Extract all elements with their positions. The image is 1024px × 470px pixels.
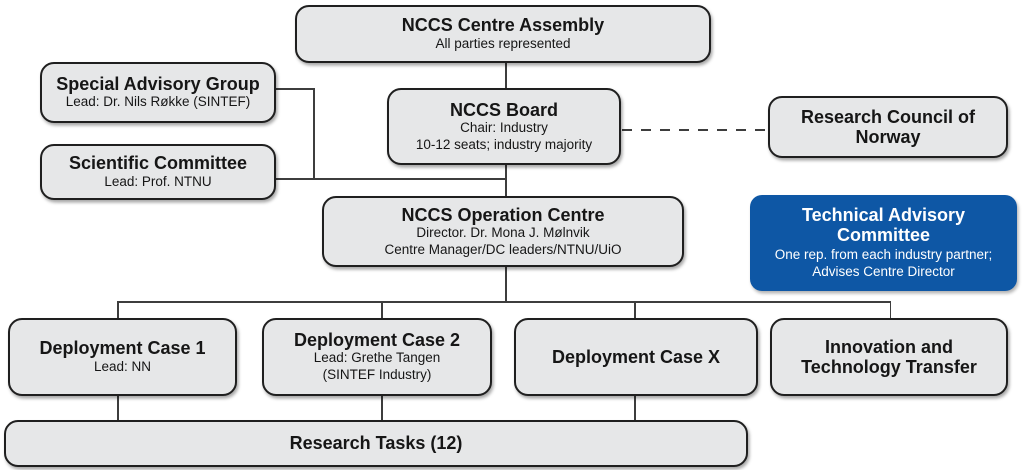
connector-drop-dc1 [117,301,119,318]
connector-opcentre-rail [505,267,507,301]
special-advisory-group-title: Special Advisory Group [56,73,260,94]
connector-dcx-tasks [634,396,636,420]
connector-drop-dc2 [381,301,383,318]
deployment-case-1-box: Deployment Case 1 Lead: NN [8,318,237,396]
nccs-board-box: NCCS Board Chair: Industry 10-12 seats; … [387,88,621,165]
deployment-case-2-box: Deployment Case 2 Lead: Grethe Tangen (S… [262,318,492,396]
centre-assembly-box: NCCS Centre Assembly All parties represe… [295,5,711,63]
deployment-case-x-box: Deployment Case X [514,318,758,396]
special-advisory-group-box: Special Advisory Group Lead: Dr. Nils Rø… [40,62,276,123]
connector-dashed-board-rcn [622,129,768,131]
research-council-title: Research Council of Norway [800,106,976,147]
deployment-case-2-org: (SINTEF Industry) [322,367,432,383]
scientific-committee-box: Scientific Committee Lead: Prof. NTNU [40,144,276,200]
connector-left-vertical [313,88,315,179]
deployment-case-1-lead: Lead: NN [93,358,152,374]
connector-drop-dcx [634,301,636,318]
scientific-committee-title: Scientific Committee [68,153,248,174]
deployment-case-x-title: Deployment Case X [551,346,721,367]
operation-centre-director: Director. Dr. Mona J. Mølnvik [416,224,590,240]
operation-centre-title: NCCS Operation Centre [401,204,605,225]
deployment-case-2-title: Deployment Case 2 [293,330,461,351]
nccs-board-seats: 10-12 seats; industry majority [415,136,593,152]
connector-board-opcentre [505,165,507,196]
operation-centre-box: NCCS Operation Centre Director. Dr. Mona… [322,196,684,267]
connector-dc2-tasks [381,396,383,420]
deployment-case-2-lead: Lead: Grethe Tangen [313,350,441,366]
connector-scientific-committee-stub [276,178,506,180]
technical-advisory-committee-title: Technical Advisory Committee [801,204,966,246]
connector-special-advisory-stub [276,88,314,90]
special-advisory-group-subtitle: Lead: Dr. Nils Røkke (SINTEF) [65,94,251,110]
research-tasks-title: Research Tasks (12) [289,433,463,454]
connector-distribution-rail [117,301,891,303]
deployment-case-1-title: Deployment Case 1 [39,338,206,359]
nccs-board-title: NCCS Board [449,99,558,120]
centre-assembly-subtitle: All parties represented [435,35,571,51]
innovation-technology-transfer-box: Innovation and Technology Transfer [770,318,1008,396]
innovation-technology-transfer-title: Innovation and Technology Transfer [801,336,977,377]
research-council-box: Research Council of Norway [768,96,1008,158]
research-tasks-box: Research Tasks (12) [4,420,748,467]
technical-advisory-committee-advises: Advises Centre Director [812,264,955,280]
connector-drop-innovation [889,301,891,318]
centre-assembly-title: NCCS Centre Assembly [401,15,605,36]
nccs-board-chair: Chair: Industry [460,119,548,135]
connector-assembly-board [505,63,507,88]
scientific-committee-subtitle: Lead: Prof. NTNU [104,173,212,189]
technical-advisory-committee-rep: One rep. from each industry partner; [774,247,993,263]
technical-advisory-committee-box: Technical Advisory Committee One rep. fr… [750,195,1017,291]
connector-dc1-tasks [117,396,119,420]
operation-centre-staff: Centre Manager/DC leaders/NTNU/UiO [384,241,622,257]
